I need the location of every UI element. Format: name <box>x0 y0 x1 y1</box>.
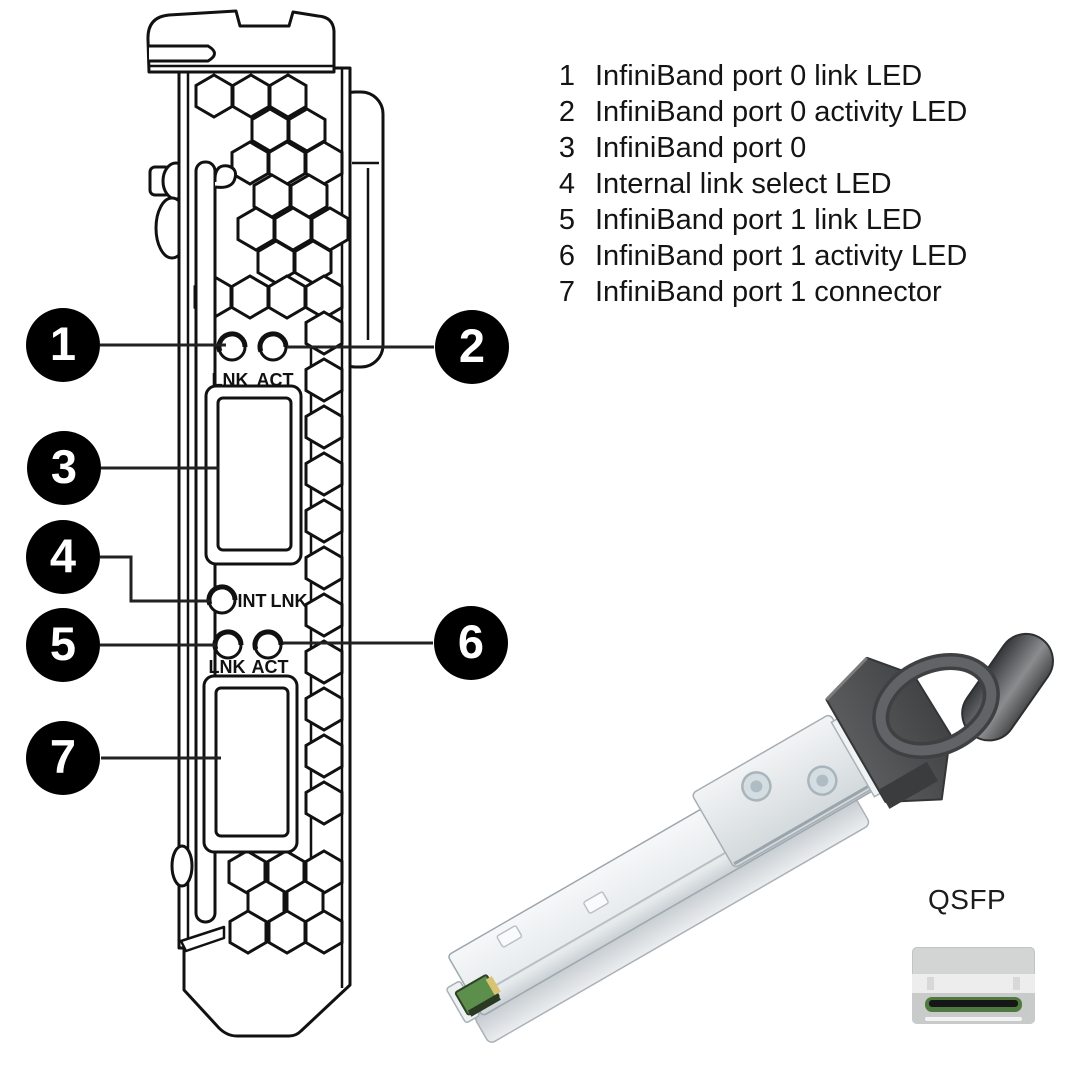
legend-row: 7 InfiniBand port 1 connector <box>556 274 1076 310</box>
led-label-port0-link: LNK <box>212 370 249 390</box>
qsfp-latch-plate <box>692 714 872 868</box>
hex-vent-hole <box>304 592 344 638</box>
legend-number: 4 <box>558 167 576 200</box>
callout-3-number: 3 <box>50 440 78 493</box>
callout-7: 7 <box>26 721 100 795</box>
hex-vent-hole <box>228 909 268 955</box>
qsfp-caption: QSFP <box>928 884 1007 915</box>
qsfp-front-view-icon <box>912 947 1035 1024</box>
led-label-port1-link: LNK <box>209 657 246 677</box>
hex-vent-hole <box>304 404 344 450</box>
hex-vent-hole <box>304 451 344 497</box>
callout-6-number: 6 <box>457 615 485 668</box>
legend-number: 2 <box>558 95 576 128</box>
hex-vent-hole <box>304 686 344 732</box>
callout-2-number: 2 <box>458 319 486 372</box>
qsfp-pull-ring <box>872 652 1000 760</box>
legend-label: InfiniBand port 1 connector <box>595 275 942 308</box>
led-port0-activity-crescent <box>257 331 289 353</box>
legend-row: 4 Internal link select LED <box>556 166 1076 202</box>
legend-row: 1 InfiniBand port 0 link LED <box>556 58 1076 94</box>
callout-3: 3 <box>27 431 101 505</box>
qsfp-transceiver-illustration <box>446 632 1054 1043</box>
hex-vent-hole <box>304 545 344 591</box>
callout-5: 5 <box>26 608 100 682</box>
hex-vent-hole <box>304 733 344 779</box>
legend-number: 6 <box>558 239 576 272</box>
port-1-cutout <box>202 674 299 854</box>
hex-vent-hole <box>230 140 270 186</box>
led-internal-link-select-crescent <box>206 584 238 606</box>
legend-label: InfiniBand port 0 link LED <box>595 59 923 92</box>
qsfp-icon-footline <box>925 1017 1022 1021</box>
legend-number: 1 <box>558 59 576 92</box>
legend-row: 6 InfiniBand port 1 activity LED <box>556 238 1076 274</box>
led-label-port1-activity: ACT <box>252 657 289 677</box>
callout-5-number: 5 <box>49 617 77 670</box>
qsfp-pcb-shadow <box>467 993 501 1017</box>
legend-label: Internal link select LED <box>595 167 892 200</box>
callout-2: 2 <box>435 310 509 384</box>
callout-leader-lines <box>100 343 434 760</box>
hex-vent-hole <box>304 498 344 544</box>
hex-vent-hole <box>267 909 307 955</box>
legend-row: 2 InfiniBand port 0 activity LED <box>556 94 1076 130</box>
qsfp-body <box>446 656 952 1043</box>
led-label-port0-activity: ACT <box>257 370 294 390</box>
legend-label: InfiniBand port 0 <box>595 131 807 164</box>
hex-vent-hole <box>194 73 234 119</box>
led-port1-activity-crescent <box>252 629 284 651</box>
qsfp-tab-underside <box>878 761 938 809</box>
callout-1: 1 <box>26 308 100 382</box>
qsfp-icon-slot <box>925 997 1022 1012</box>
bracket-top-tab <box>146 9 336 74</box>
legend-number: 7 <box>558 275 576 308</box>
led-label-internal-link: LNK <box>271 591 308 611</box>
legend-number: 3 <box>558 131 576 164</box>
hex-vent-hole <box>230 274 270 320</box>
qsfp-icon-slot-bar <box>929 1000 1018 1007</box>
legend-row: 5 InfiniBand port 1 link LED <box>556 202 1076 238</box>
legend-row: 3 InfiniBand port 0 <box>556 130 1076 166</box>
callout-7-number: 7 <box>49 730 77 783</box>
legend-label: InfiniBand port 1 activity LED <box>595 239 968 272</box>
callout-4: 4 <box>26 520 100 594</box>
qsfp-rivet <box>807 765 838 796</box>
led-label-internal: INT <box>238 591 267 611</box>
callout-6: 6 <box>434 606 508 680</box>
qsfp-gold-contact <box>485 976 501 996</box>
hex-vent-hole <box>304 639 344 685</box>
legend-label: InfiniBand port 0 activity LED <box>595 95 968 128</box>
hex-vent-hole <box>304 909 344 955</box>
qsfp-rivet <box>741 771 772 802</box>
callout-1-number: 1 <box>49 317 77 370</box>
hex-vent-hole <box>267 274 307 320</box>
legend-label: InfiniBand port 1 link LED <box>595 203 923 236</box>
qsfp-icon-notch <box>1013 977 1020 990</box>
hex-vent-hole <box>231 73 271 119</box>
bracket-diagram: LNK ACT INT LNK LNK ACT <box>100 9 434 1038</box>
port-0-cutout <box>204 384 303 566</box>
hex-vent-hole <box>268 73 308 119</box>
hex-vent-hole <box>304 357 344 403</box>
hex-vent-hole <box>304 780 344 826</box>
callout-4-number: 4 <box>49 529 77 582</box>
hex-vent-hole <box>304 310 344 356</box>
qsfp-icon-notch <box>927 977 934 990</box>
qsfp-icon-top-band <box>912 974 1035 993</box>
legend-number: 5 <box>558 203 576 236</box>
